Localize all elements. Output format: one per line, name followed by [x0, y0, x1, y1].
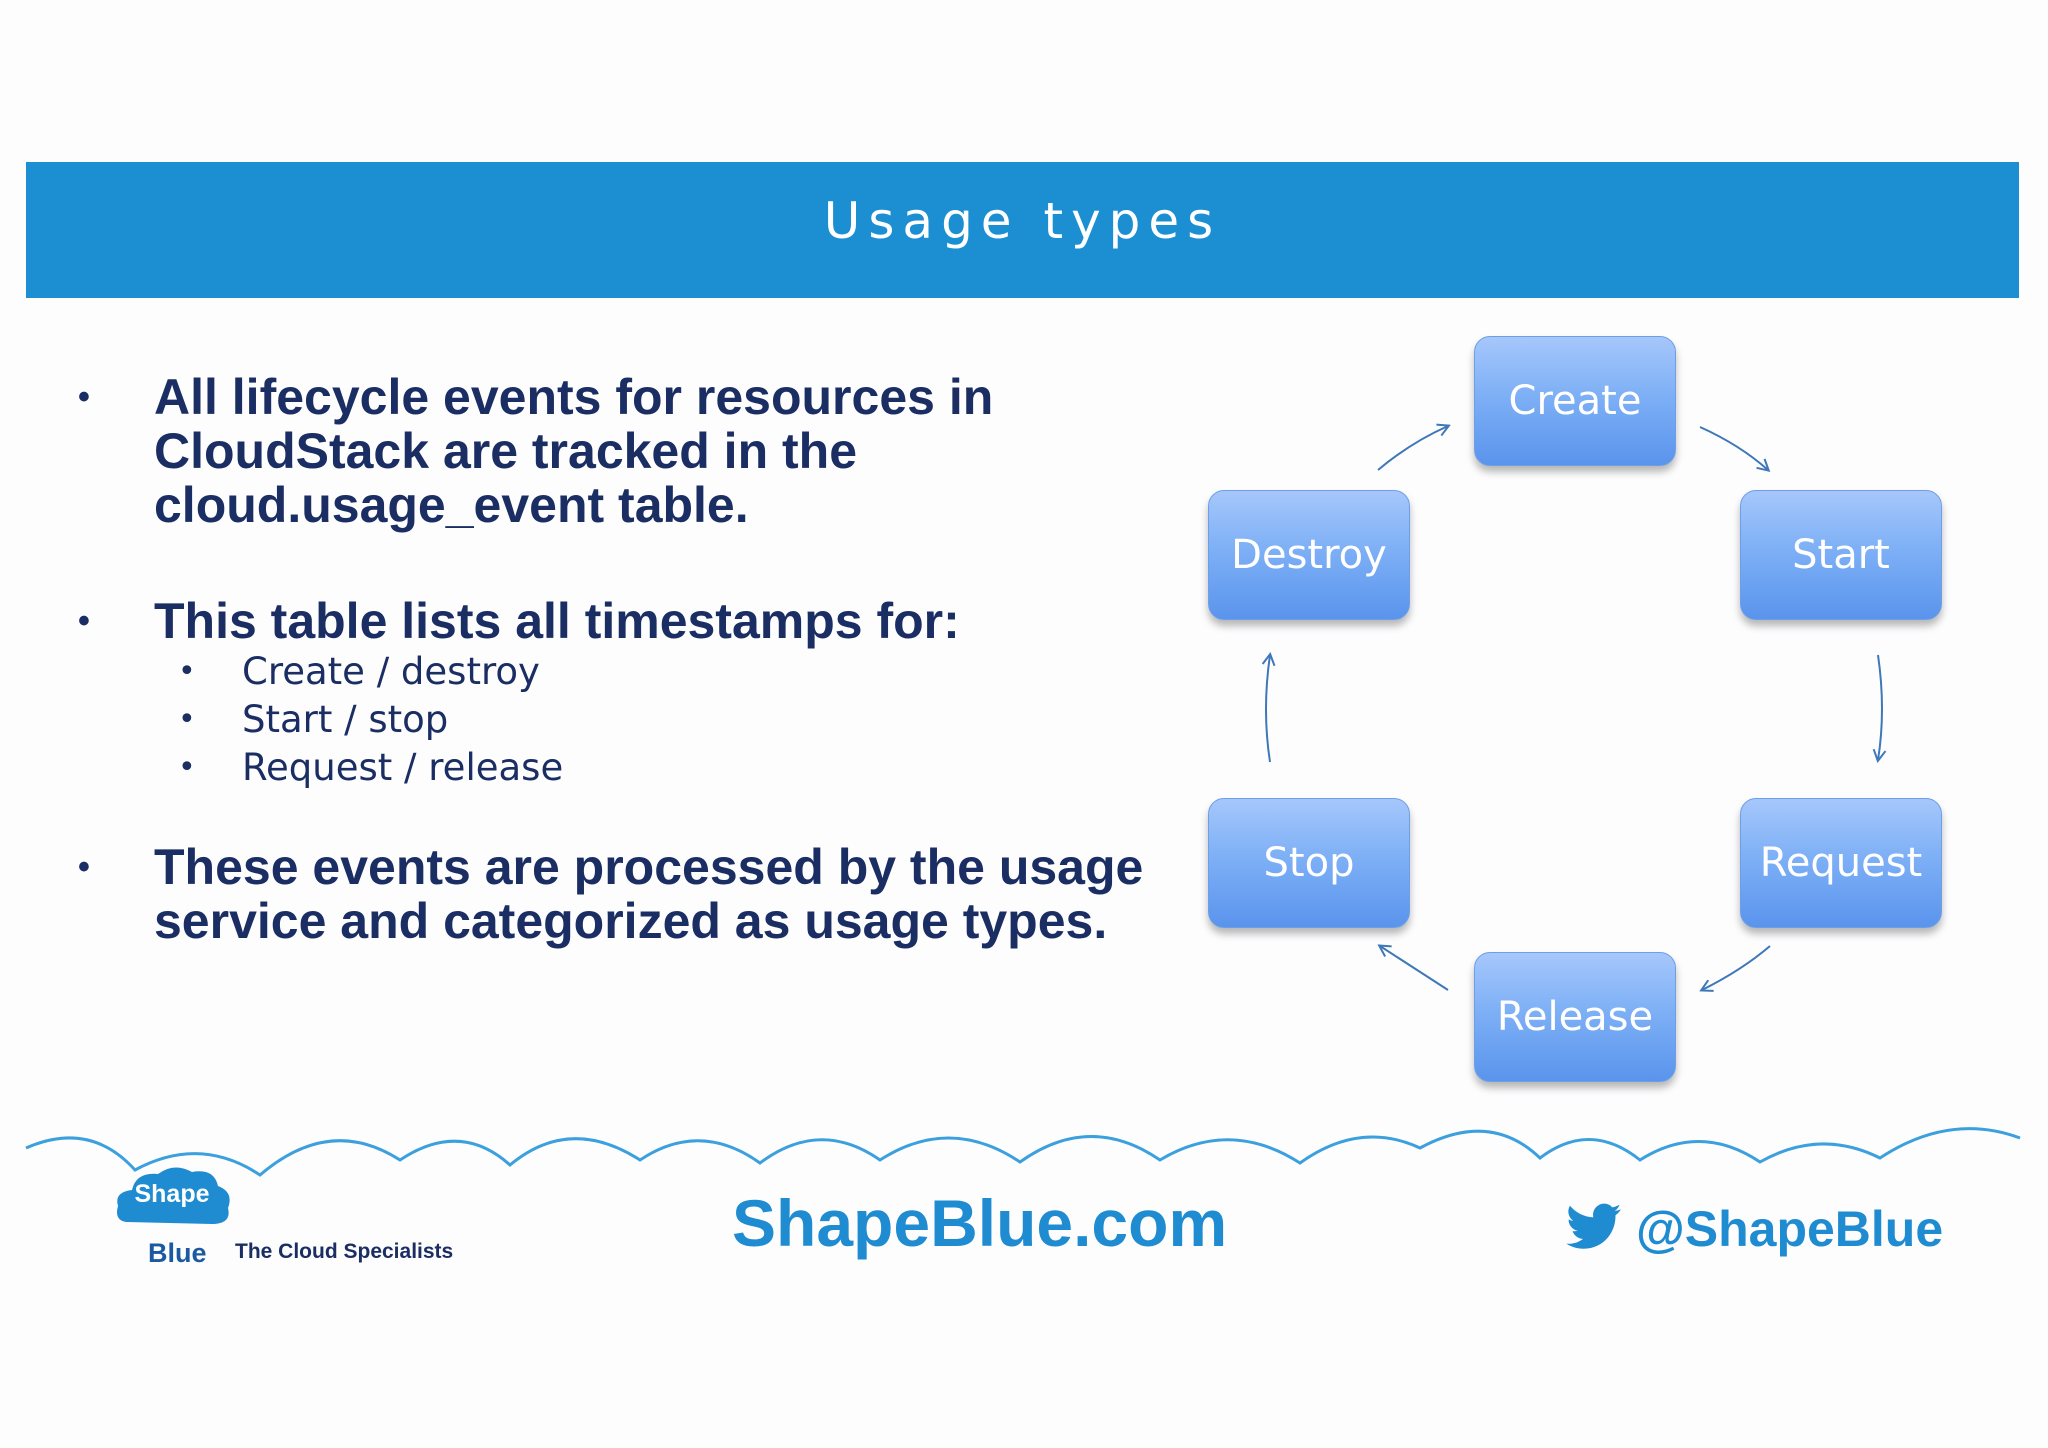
sub-bullet-3-text: Request / release	[242, 746, 564, 789]
sub-bullet-dot: •	[178, 750, 196, 785]
bullet-dot: •	[78, 848, 90, 886]
sub-bullet-1-text: Create / destroy	[242, 650, 540, 693]
logo-tagline: The Cloud Specialists	[235, 1240, 454, 1263]
shapeblue-logo: Shape Blue The Cloud Specialists	[112, 1160, 472, 1280]
bullet-3: • These events are processed by the usag…	[78, 840, 1158, 948]
website-link[interactable]: ShapeBlue.com	[732, 1186, 1228, 1260]
node-create: Create	[1474, 336, 1676, 466]
node-release: Release	[1474, 952, 1676, 1082]
node-start: Start	[1740, 490, 1942, 620]
sub-bullet-2: • Start / stop	[78, 696, 1158, 744]
bullet-1: • All lifecycle events for resources in …	[78, 370, 1158, 532]
node-destroy: Destroy	[1208, 490, 1410, 620]
node-stop: Stop	[1208, 798, 1410, 928]
bullet-dot: •	[78, 602, 90, 640]
sub-bullet-2-text: Start / stop	[242, 698, 449, 741]
sub-bullet-dot: •	[178, 702, 196, 737]
logo-cloud-icon	[117, 1167, 230, 1224]
sub-bullet-1: • Create / destroy	[78, 648, 1158, 696]
bullet-3-text: These events are processed by the usage …	[154, 839, 1144, 949]
node-request: Request	[1740, 798, 1942, 928]
sub-bullet-dot: •	[178, 654, 196, 689]
sub-bullet-list: • Create / destroy • Start / stop • Requ…	[78, 648, 1158, 792]
slide-title: Usage types	[823, 192, 1222, 250]
bullet-dot: •	[78, 378, 90, 416]
twitter-handle[interactable]: @ShapeBlue	[1636, 1201, 1944, 1257]
bullet-2: • This table lists all timestamps for:	[78, 594, 1158, 648]
twitter-bird-icon	[1566, 1203, 1622, 1249]
logo-blue-text: Blue	[148, 1238, 207, 1268]
sub-bullet-3: • Request / release	[78, 744, 1158, 792]
bullet-list: • All lifecycle events for resources in …	[78, 370, 1158, 948]
title-band: Usage types	[26, 162, 2019, 298]
bullet-2-text: This table lists all timestamps for:	[154, 593, 960, 649]
bullet-1-text: All lifecycle events for resources in Cl…	[154, 369, 994, 533]
logo-shape-text: Shape	[134, 1180, 210, 1208]
